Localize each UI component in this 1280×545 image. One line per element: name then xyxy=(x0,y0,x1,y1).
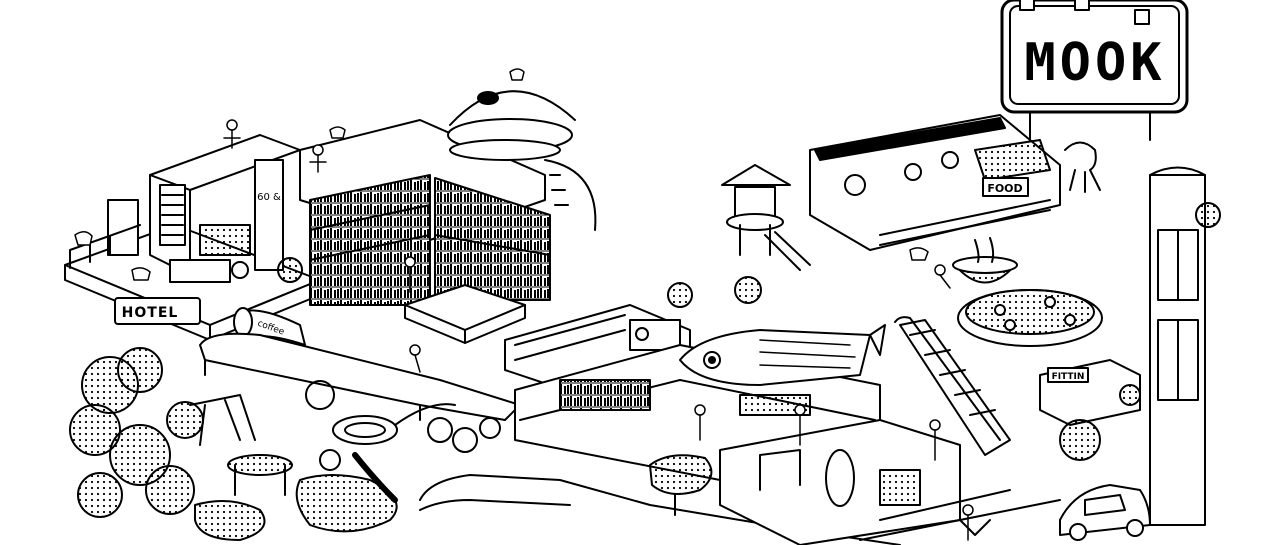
octopus[interactable] xyxy=(1064,141,1101,193)
bookstore xyxy=(299,119,551,306)
water-slide[interactable] xyxy=(332,403,501,503)
steak-sign[interactable] xyxy=(649,454,713,516)
clothing-store xyxy=(719,419,961,545)
noodle-bowl[interactable] xyxy=(952,237,1018,284)
pizza[interactable] xyxy=(957,289,1103,347)
rooftop-dome xyxy=(447,90,597,231)
mook-billboard[interactable] xyxy=(1000,0,1189,141)
people xyxy=(223,119,974,541)
pagoda-tower xyxy=(721,164,811,271)
mook-sign-text: MOOK xyxy=(1024,33,1165,93)
cats xyxy=(74,68,929,281)
fitting-sign-text: FITTIN xyxy=(1052,372,1085,382)
bed[interactable] xyxy=(404,284,526,344)
elevator-tower xyxy=(1149,166,1221,526)
park xyxy=(69,347,398,541)
food-court xyxy=(809,114,1061,251)
hotel-sign[interactable] xyxy=(114,297,201,325)
walkway xyxy=(419,474,901,545)
hotel-sign-text: HOTEL xyxy=(122,305,179,321)
escalator[interactable] xyxy=(894,316,1011,456)
book-sign-text: 60 & xyxy=(257,192,281,203)
potted-plants xyxy=(277,257,1141,461)
giant-fish[interactable] xyxy=(679,324,886,386)
food-sign-text: FOOD xyxy=(987,182,1022,195)
fitting-room xyxy=(1039,359,1141,426)
car[interactable] xyxy=(1059,484,1151,541)
